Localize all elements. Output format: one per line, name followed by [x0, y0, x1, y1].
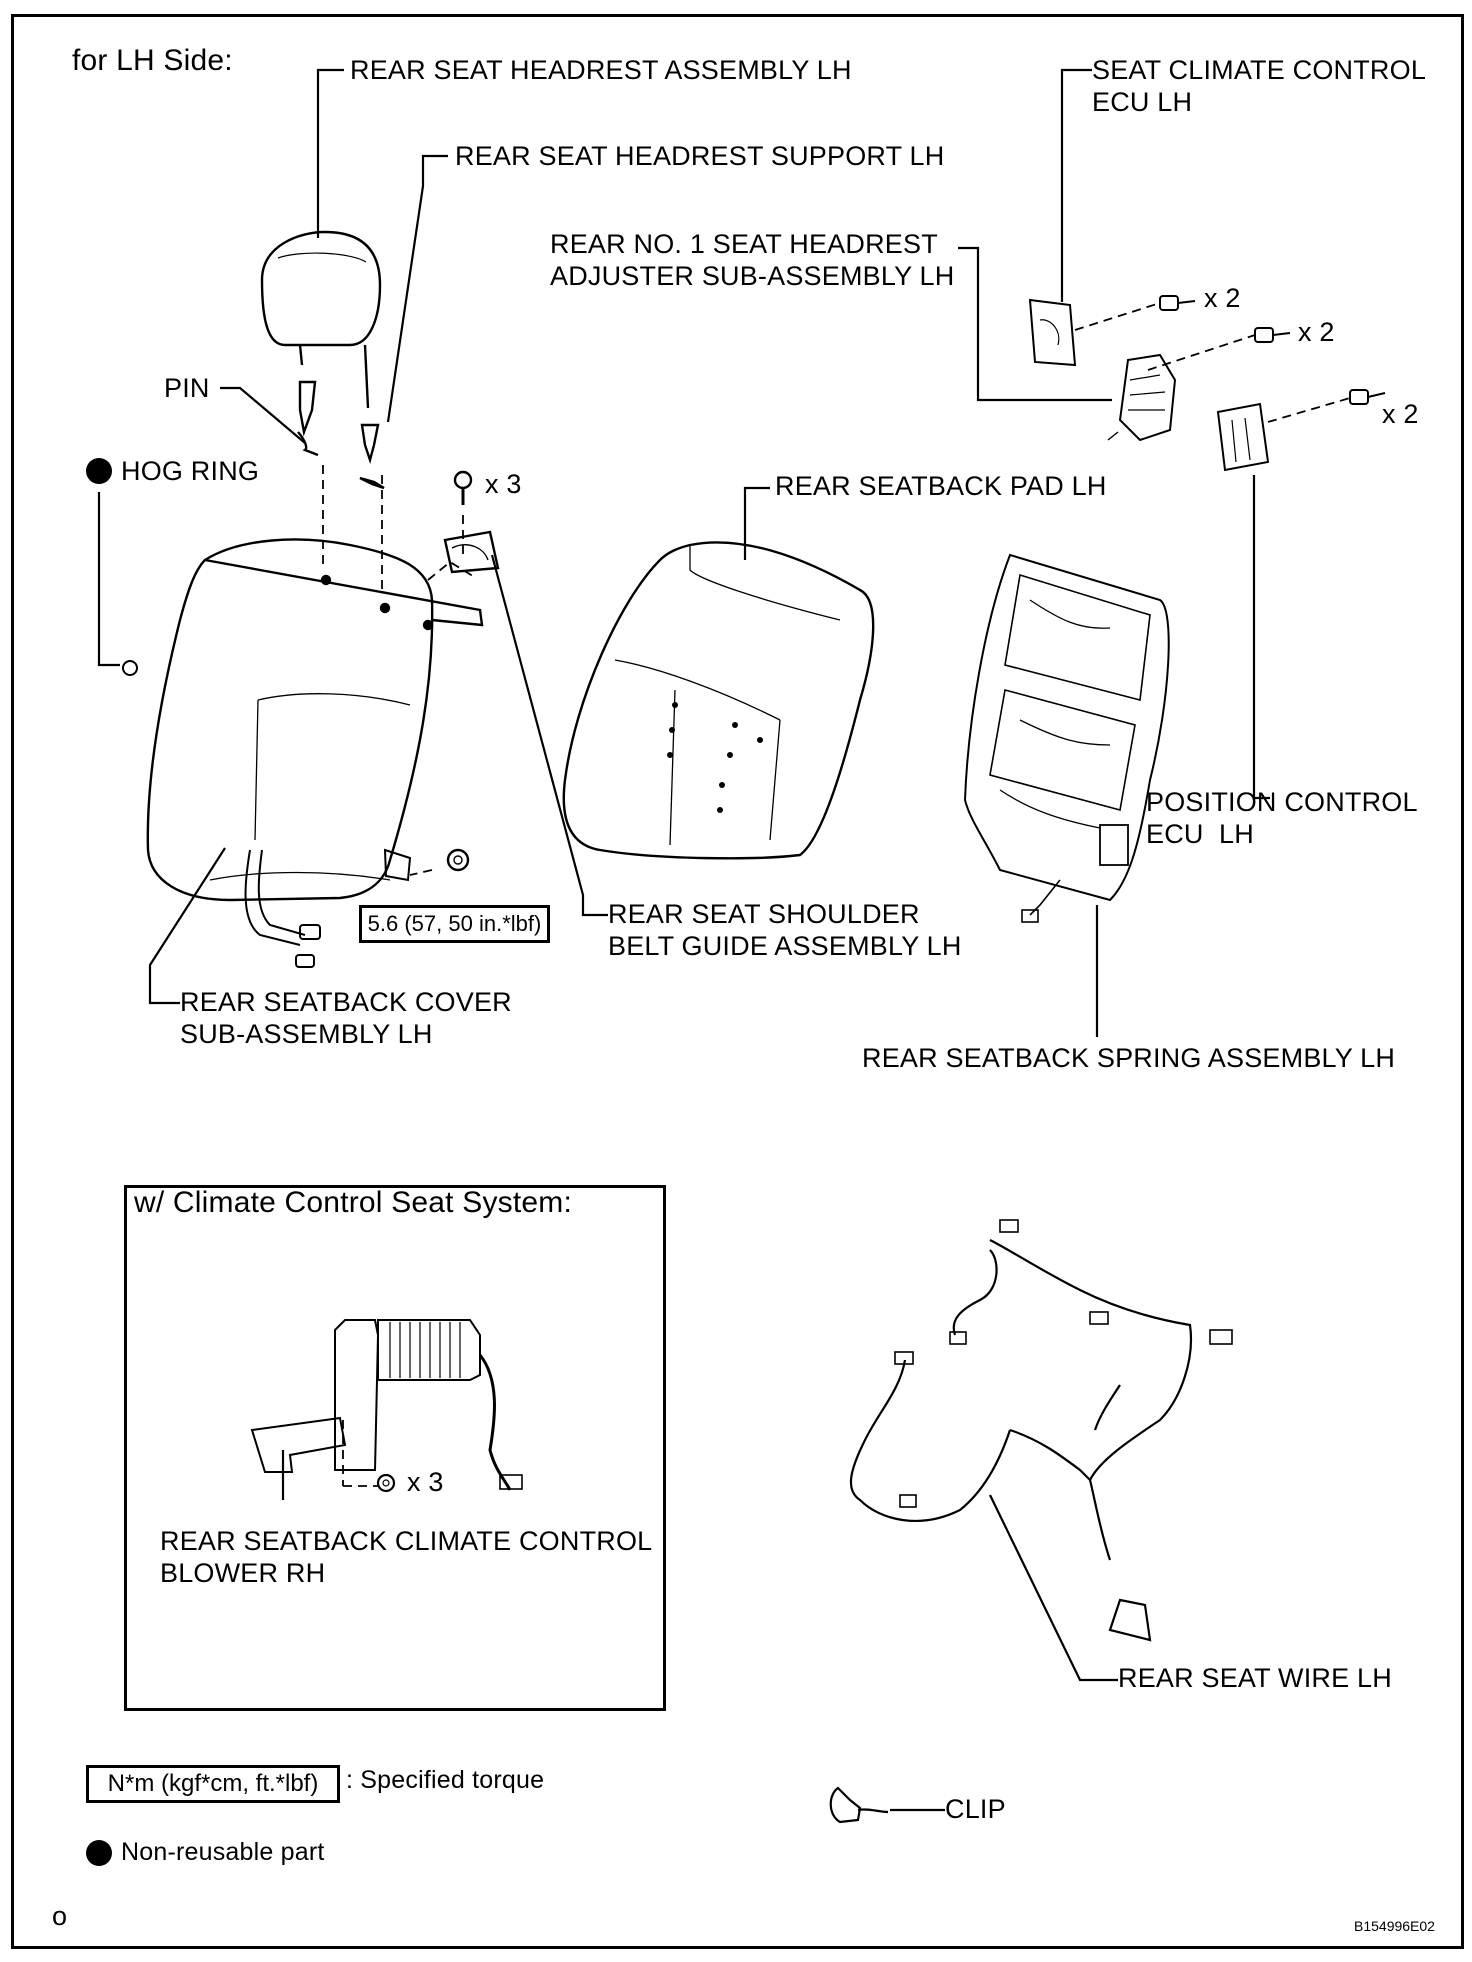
- diagram-frame: [11, 14, 1464, 1949]
- blower-drawing: [250, 1319, 523, 1493]
- label-blower-line2: BLOWER RH: [160, 1558, 326, 1588]
- label-adjuster-line2: ADJUSTER SUB-ASSEMBLY LH: [550, 261, 955, 291]
- corner-mark: o: [52, 1901, 68, 1931]
- legend-torque-unit: N*m (kgf*cm, ft.*lbf): [86, 1765, 340, 1803]
- label-headrest: REAR SEAT HEADREST ASSEMBLY LH: [350, 55, 852, 85]
- label-pin: PIN: [164, 373, 210, 403]
- qty-position-ecu-bolts: x 2: [1382, 399, 1419, 429]
- label-blower-line1: REAR SEATBACK CLIMATE CONTROL: [160, 1526, 653, 1556]
- non-reusable-marker-icon: [86, 458, 112, 484]
- legend-non-reusable: Non-reusable part: [121, 1838, 325, 1866]
- headrest-drawing: [260, 230, 385, 490]
- ecu-drawings: [1028, 295, 1386, 472]
- figure-code: B154996E02: [1354, 1918, 1435, 1934]
- label-shoulder-belt-line2: BELT GUIDE ASSEMBLY LH: [608, 931, 962, 961]
- label-spring-assembly: REAR SEATBACK SPRING ASSEMBLY LH: [862, 1043, 1396, 1073]
- label-clip: CLIP: [945, 1794, 1006, 1824]
- qty-belt-guide-bolts: x 3: [485, 469, 522, 499]
- label-seatback-cover-line1: REAR SEATBACK COVER: [180, 987, 512, 1017]
- seat-wire-drawing: [849, 1219, 1233, 1642]
- label-shoulder-belt-line1: REAR SEAT SHOULDER: [608, 899, 920, 929]
- non-reusable-legend-icon: [86, 1840, 112, 1866]
- seatback-cover-drawing: [146, 538, 484, 968]
- label-position-ecu-line1: POSITION CONTROL: [1146, 787, 1418, 817]
- section-title: for LH Side:: [72, 44, 233, 77]
- legend-torque-desc: : Specified torque: [346, 1766, 545, 1794]
- seatback-pad-drawing: [562, 541, 875, 860]
- hog-ring-drawing: [122, 660, 138, 676]
- label-seat-wire: REAR SEAT WIRE LH: [1118, 1663, 1392, 1693]
- label-hog-ring: HOG RING: [121, 456, 260, 486]
- bolt-x3-drawing: [443, 470, 500, 574]
- label-climate-ecu-line1: SEAT CLIMATE CONTROL: [1092, 55, 1427, 85]
- label-seatback-cover-line2: SUB-ASSEMBLY LH: [180, 1019, 433, 1049]
- label-adjuster-line1: REAR NO. 1 SEAT HEADREST: [550, 229, 938, 259]
- torque-spec-box: 5.6 (57, 50 in.*lbf): [359, 905, 550, 943]
- climate-control-inset: [124, 1185, 666, 1711]
- label-headrest-support: REAR SEAT HEADREST SUPPORT LH: [455, 141, 945, 171]
- inset-title: w/ Climate Control Seat System:: [134, 1186, 573, 1219]
- label-climate-ecu-line2: ECU LH: [1092, 87, 1193, 117]
- qty-adjuster-bolts: x 2: [1298, 317, 1335, 347]
- leader-lines: [97, 68, 1270, 1812]
- label-seatback-pad: REAR SEATBACK PAD LH: [775, 471, 1107, 501]
- label-position-ecu-line2: ECU LH: [1146, 819, 1254, 849]
- qty-blower-nuts: x 3: [407, 1467, 444, 1497]
- spring-assembly-drawing: [963, 553, 1170, 923]
- clip-drawing: [829, 1786, 889, 1824]
- qty-climate-ecu-bolts: x 2: [1204, 283, 1241, 313]
